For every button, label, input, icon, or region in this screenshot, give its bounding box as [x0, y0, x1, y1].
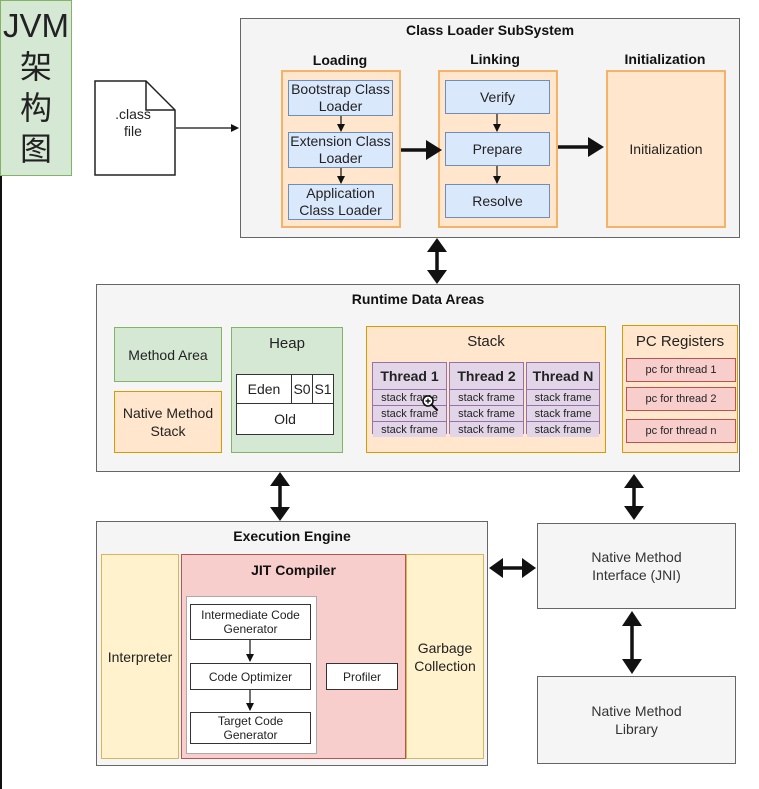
stack-title: Stack [467, 332, 505, 350]
target-code-generator: Target Code Generator [190, 712, 311, 744]
interpreter-box: Interpreter [101, 554, 179, 759]
native-method-library: Native Method Library [537, 676, 736, 764]
method-area: Method Area [114, 327, 222, 382]
pc-thread-1: pc for thread 1 [626, 358, 736, 382]
class-file-label: .class file [115, 106, 151, 139]
stack-frame: stack frame [527, 405, 599, 421]
title-char-2: 构 [19, 89, 52, 127]
thread-2-title: Thread 2 [457, 368, 516, 384]
stack-frame: stack frame [527, 421, 599, 437]
linking-title: Linking [470, 51, 520, 67]
initialization-panel: Initialization [606, 70, 726, 228]
garbage-collection-box: Garbage Collection [406, 554, 484, 759]
heap-s0: S0 [291, 374, 313, 404]
title-char-3: 图 [19, 130, 52, 168]
prepare-box: Prepare [445, 132, 550, 166]
title-tile: JVM 架 构 图 [0, 0, 72, 176]
verify-box: Verify [445, 80, 550, 114]
class-loader-title: Class Loader SubSystem [405, 22, 575, 38]
native-method-stack: Native Method Stack [114, 391, 222, 453]
heap-title: Heap [269, 334, 305, 352]
title-jvm: JVM [3, 7, 69, 44]
runtime-title: Runtime Data Areas [351, 291, 485, 307]
stack-frame: stack frame [373, 421, 446, 437]
loading-title: Loading [312, 52, 368, 68]
left-edge-bar [0, 0, 2, 789]
stack-frame: stack frame [450, 421, 523, 437]
initialization-title: Initialization [624, 51, 706, 67]
thread-2: Thread 2 stack frame stack frame stack f… [449, 362, 524, 437]
pc-registers-title: PC Registers [635, 332, 725, 350]
intermediate-code-generator: Intermediate Code Generator [190, 604, 311, 640]
zoom-cursor-icon [422, 395, 439, 412]
application-loader: Application Class Loader [288, 184, 393, 220]
resolve-box: Resolve [445, 184, 550, 218]
thread-1-title: Thread 1 [380, 368, 439, 384]
thread-n-title: Thread N [532, 368, 594, 384]
stack-frame: stack frame [527, 389, 599, 405]
thread-1: Thread 1 stack frame stack frame stack f… [372, 362, 447, 437]
thread-n: Thread N stack frame stack frame stack f… [526, 362, 600, 437]
class-file-icon [94, 80, 176, 176]
jit-compiler-title: JIT Compiler [251, 562, 336, 578]
title-char-1: 架 [19, 48, 52, 86]
native-method-interface: Native Method Interface (JNI) [537, 523, 736, 609]
pc-thread-2: pc for thread 2 [626, 387, 736, 411]
bootstrap-loader: Bootstrap Class Loader [288, 80, 393, 116]
stack-frame: stack frame [373, 405, 446, 421]
code-optimizer: Code Optimizer [190, 663, 311, 690]
extension-loader: Extension Class Loader [288, 132, 393, 168]
profiler-box: Profiler [326, 663, 398, 690]
stack-frame: stack frame [450, 389, 523, 405]
heap-old: Old [236, 403, 334, 435]
stack-frame: stack frame [450, 405, 523, 421]
execution-engine-title: Execution Engine [233, 528, 351, 544]
pc-thread-n: pc for thread n [626, 419, 736, 443]
